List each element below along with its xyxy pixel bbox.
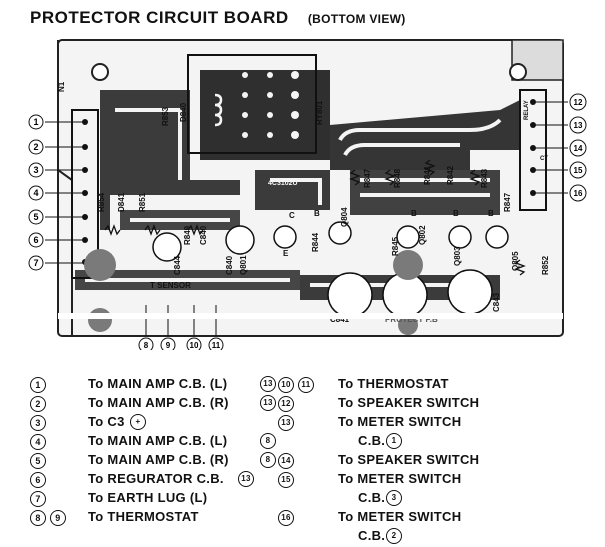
legend-row: 13 To METER SWITCH — [278, 414, 461, 431]
svg-text:B: B — [411, 209, 417, 218]
svg-text:13: 13 — [574, 121, 583, 130]
svg-text:B: B — [488, 209, 494, 218]
svg-text:R845: R845 — [391, 236, 400, 256]
legend-row: 3 To C3 + — [30, 414, 146, 431]
svg-text:14: 14 — [574, 144, 583, 153]
svg-text:4: 4 — [33, 188, 38, 198]
svg-text:C844: C844 — [173, 255, 182, 275]
legend-row: 7 To EARTH LUG (L) — [30, 490, 207, 507]
svg-text:RY801: RY801 — [315, 100, 324, 125]
svg-text:R852: R852 — [541, 255, 550, 275]
svg-text:R849: R849 — [183, 225, 192, 245]
svg-text:5: 5 — [33, 212, 38, 222]
svg-text:1: 1 — [33, 117, 38, 127]
title-text: PROTECTOR CIRCUIT BOARD — [30, 8, 289, 27]
legend-row: 12 To SPEAKER SWITCH — [278, 395, 479, 412]
svg-text:9: 9 — [166, 341, 171, 350]
subtitle-text: (BOTTOM VIEW) — [307, 12, 406, 26]
svg-text:R841: R841 — [423, 165, 432, 185]
legend-row: 16 To METER SWITCH — [278, 509, 461, 526]
svg-text:10: 10 — [190, 341, 199, 350]
legend-row: 4 To MAIN AMP C.B. (L) 8 — [30, 433, 276, 450]
legend-row: 14 To SPEAKER SWITCH — [278, 452, 479, 469]
svg-text:T SENSOR: T SENSOR — [150, 281, 191, 290]
legend-right: 10 11 To THERMOSTAT 12 To SPEAKER SWITCH… — [278, 376, 598, 546]
svg-text:C840: C840 — [199, 225, 208, 245]
svg-text:N1: N1 — [57, 81, 66, 92]
svg-text:RELAY: RELAY — [524, 100, 530, 120]
svg-text:R851: R851 — [138, 192, 147, 212]
svg-text:16: 16 — [574, 189, 583, 198]
svg-text:R848: R848 — [393, 168, 402, 188]
svg-text:R847: R847 — [363, 168, 372, 188]
svg-text:B: B — [453, 209, 459, 218]
svg-text:4C3102U: 4C3102U — [268, 180, 298, 187]
legend-row: 10 11 To THERMOSTAT — [278, 376, 448, 393]
svg-text:Q801: Q801 — [239, 255, 248, 275]
page-title: PROTECTOR CIRCUIT BOARD (BOTTOM VIEW) — [30, 8, 406, 28]
svg-text:R847: R847 — [503, 192, 512, 212]
svg-text:C843: C843 — [492, 292, 501, 312]
right-connector — [519, 89, 547, 211]
svg-text:PROTECT P.B: PROTECT P.B — [385, 315, 438, 324]
svg-text:D840: D840 — [179, 102, 188, 122]
legend-row: 2 To MAIN AMP C.B. (R) 13 — [30, 395, 276, 412]
legend-row: 1 To MAIN AMP C.B. (L) 13 — [30, 376, 276, 393]
svg-text:7: 7 — [33, 258, 38, 268]
svg-text:2: 2 — [33, 142, 38, 152]
svg-text:D841: D841 — [117, 192, 126, 212]
legend-row: 6 To REGURATOR C.B. 13 — [30, 471, 254, 488]
svg-text:11: 11 — [212, 341, 221, 350]
svg-text:15: 15 — [574, 166, 583, 175]
svg-text:6: 6 — [33, 235, 38, 245]
svg-text:Q803: Q803 — [453, 246, 462, 266]
legend-row: 5 To MAIN AMP C.B. (R) 8 — [30, 452, 276, 469]
svg-text:8: 8 — [144, 341, 149, 350]
svg-text:Q804: Q804 — [340, 207, 349, 227]
svg-text:C841: C841 — [330, 315, 350, 324]
svg-text:C840: C840 — [225, 255, 234, 275]
svg-text:R843: R843 — [480, 168, 489, 188]
svg-text:3: 3 — [33, 165, 38, 175]
svg-text:C: C — [289, 211, 295, 220]
svg-text:B: B — [314, 209, 320, 218]
svg-text:R854: R854 — [97, 192, 106, 212]
relay-ry801 — [187, 54, 317, 154]
legend-row: 8 9 To THERMOSTAT — [30, 509, 198, 526]
svg-text:R853: R853 — [161, 106, 170, 126]
circuit-board-diagram: 1 2 3 4 5 6 7 12 13 14 15 16 8 9 10 11 — [28, 39, 587, 350]
left-connector — [71, 109, 99, 279]
svg-text:R842: R842 — [446, 165, 455, 185]
legend-left: 1 To MAIN AMP C.B. (L) 13 2 To MAIN AMP … — [30, 376, 320, 546]
legend-row: 15 To METER SWITCH — [278, 471, 461, 488]
svg-text:CT: CT — [540, 156, 548, 162]
svg-text:12: 12 — [574, 98, 583, 107]
svg-text:R844: R844 — [311, 232, 320, 252]
svg-text:Q802: Q802 — [418, 225, 427, 245]
svg-text:Q805: Q805 — [511, 251, 520, 271]
svg-text:E: E — [283, 249, 289, 258]
